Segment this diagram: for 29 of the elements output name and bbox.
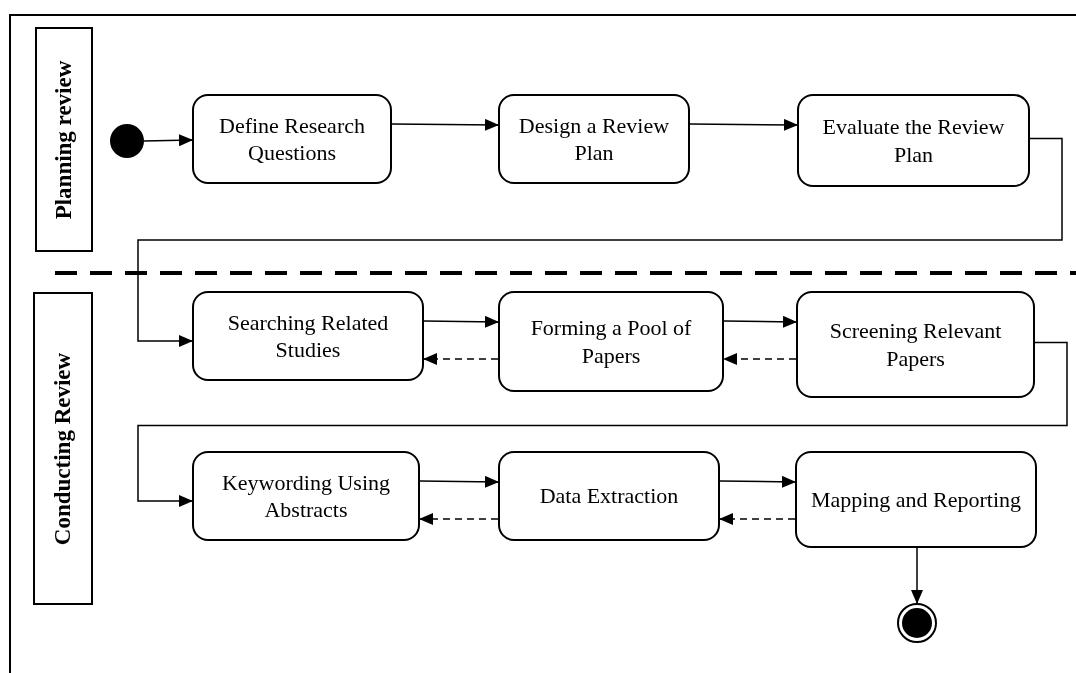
lane-title: Planning review — [51, 60, 77, 219]
dashed-arrow — [423, 353, 499, 365]
activity-box: Mapping and Reporting — [795, 451, 1037, 548]
final-node — [897, 603, 937, 643]
arrow — [419, 475, 499, 488]
activity-box: Keywording Using Abstracts — [192, 451, 420, 541]
arrow — [719, 475, 796, 488]
activity-box: Define Research Questions — [192, 94, 392, 184]
activity-box: Evaluate the Review Plan — [797, 94, 1030, 187]
dashed-arrow — [419, 513, 499, 525]
arrow — [423, 315, 499, 328]
arrow — [689, 118, 798, 131]
activity-box: Design a Review Plan — [498, 94, 690, 184]
lane-title: Conducting Review — [50, 352, 76, 545]
activity-box: Forming a Pool of Papers — [498, 291, 724, 392]
activity-box: Searching Related Studies — [192, 291, 424, 381]
initial-node — [110, 124, 144, 158]
dashed-arrow — [723, 353, 797, 365]
dashed-arrow — [719, 513, 796, 525]
activity-box: Screening Relevant Papers — [796, 291, 1035, 398]
arrow — [143, 134, 193, 147]
arrow — [137, 137, 1063, 347]
arrow — [137, 341, 1068, 507]
lane-header-box — [35, 27, 93, 252]
arrow — [391, 118, 499, 131]
arrow — [911, 547, 923, 604]
lane-header-box — [33, 292, 93, 605]
arrow — [723, 315, 797, 328]
activity-box: Data Extraction — [498, 451, 720, 541]
